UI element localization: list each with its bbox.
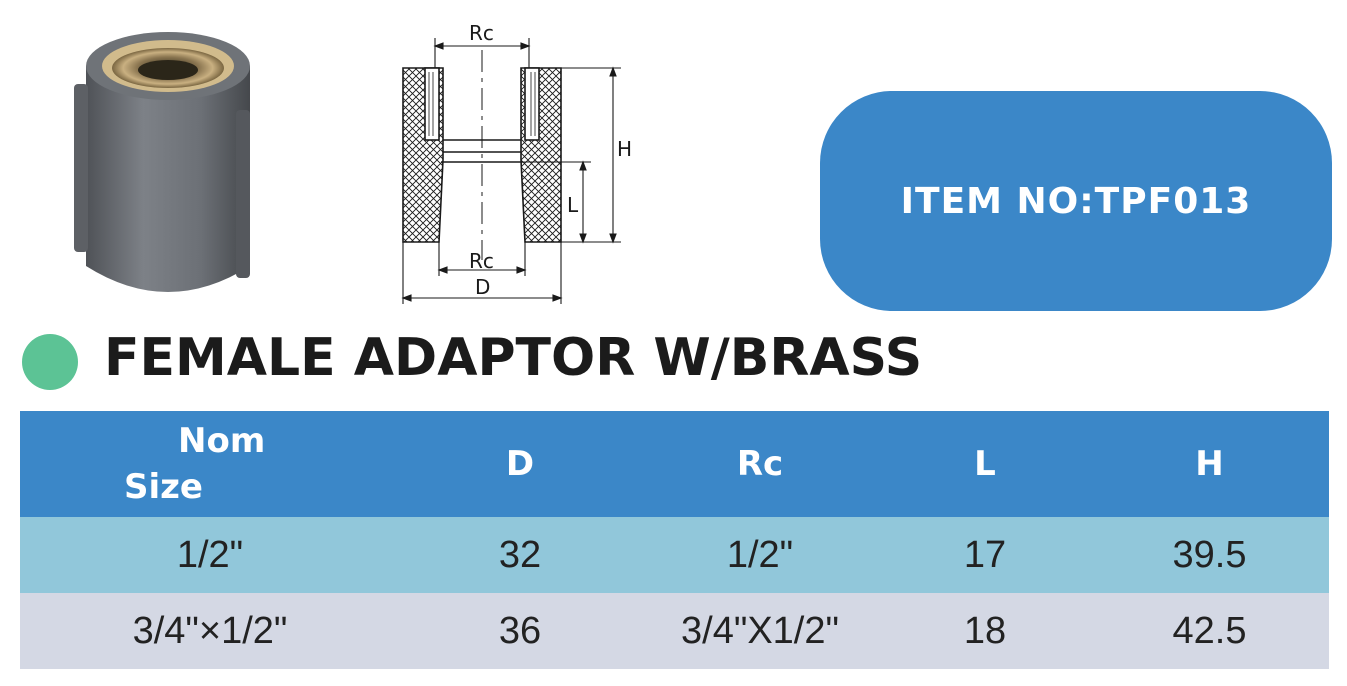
cell-rc: 1/2" bbox=[640, 517, 880, 593]
table-header-row: Nom Size D Rc L H bbox=[20, 411, 1329, 517]
drawing-label-rc-bottom: Rc bbox=[469, 249, 494, 273]
header-nom-line1: Nom bbox=[178, 421, 266, 461]
header-h: H bbox=[1090, 411, 1329, 517]
header-nom-line2: Size bbox=[124, 467, 203, 507]
cell-d: 36 bbox=[400, 593, 640, 669]
drawing-label-l: L bbox=[567, 193, 579, 217]
product-title: FEMALE ADAPTOR W/BRASS bbox=[104, 328, 923, 388]
drawing-label-h: H bbox=[617, 137, 632, 161]
technical-drawing: Rc Rc D H L bbox=[401, 21, 632, 304]
product-photo bbox=[74, 32, 250, 292]
cell-nom: 3/4"×1/2" bbox=[20, 593, 400, 669]
drawing-label-rc-top: Rc bbox=[469, 21, 494, 45]
cell-h: 39.5 bbox=[1090, 517, 1329, 593]
cell-d: 32 bbox=[400, 517, 640, 593]
title-bullet-dot bbox=[22, 334, 78, 390]
cell-nom: 1/2" bbox=[20, 517, 400, 593]
spec-table: Nom Size D Rc L H 1/2" 32 1/2" 17 39.5 3… bbox=[20, 411, 1329, 669]
table-row: 1/2" 32 1/2" 17 39.5 bbox=[20, 517, 1329, 593]
cell-rc: 3/4"X1/2" bbox=[640, 593, 880, 669]
table-row: 3/4"×1/2" 36 3/4"X1/2" 18 42.5 bbox=[20, 593, 1329, 669]
drawing-label-d: D bbox=[475, 275, 490, 299]
cell-h: 42.5 bbox=[1090, 593, 1329, 669]
header-d: D bbox=[400, 411, 640, 517]
header-rc: Rc bbox=[640, 411, 880, 517]
header-l: L bbox=[880, 411, 1090, 517]
item-number-label: ITEM NO:TPF013 bbox=[900, 180, 1252, 222]
cell-l: 18 bbox=[880, 593, 1090, 669]
header-nom-size: Nom Size bbox=[20, 411, 400, 517]
item-number-badge: ITEM NO:TPF013 bbox=[820, 91, 1332, 311]
cell-l: 17 bbox=[880, 517, 1090, 593]
